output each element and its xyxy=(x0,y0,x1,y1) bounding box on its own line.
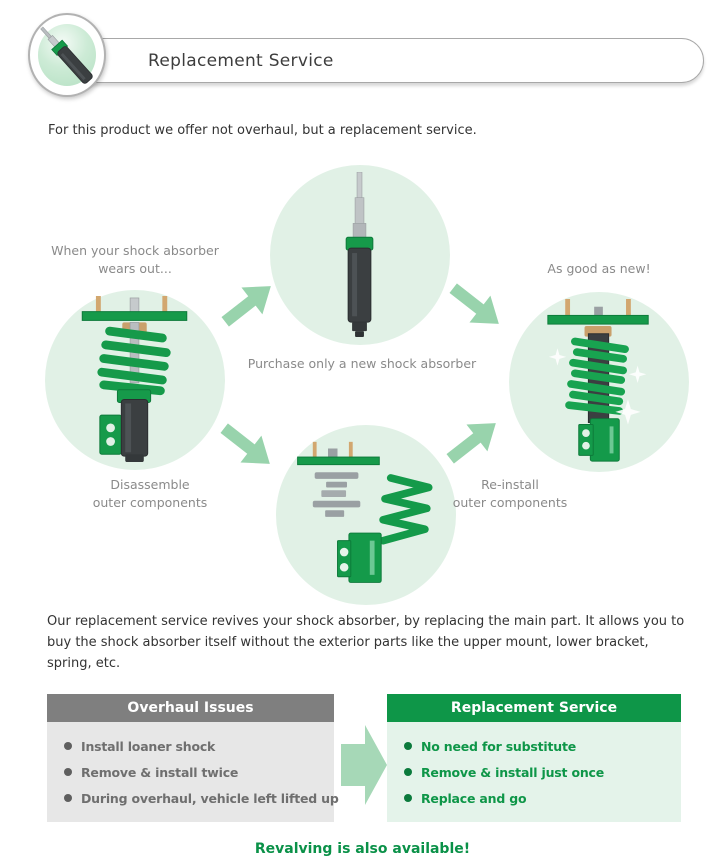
label-as-good-as-new: As good as new! xyxy=(547,261,651,276)
block-arrow-icon xyxy=(446,423,496,464)
comparison-section: Overhaul Issues Install loaner shock Rem… xyxy=(0,694,725,822)
list-item: Remove & install twice xyxy=(47,759,334,785)
restored-coilover-icon xyxy=(547,299,649,462)
overhaul-issues-list: Install loaner shock Remove & install tw… xyxy=(47,722,339,822)
block-arrow-icon xyxy=(220,423,270,464)
bullet-dot-icon xyxy=(64,794,72,802)
shock-absorber-icon xyxy=(40,26,93,84)
list-item: No need for substitute xyxy=(387,733,681,759)
replacement-service-list: No need for substitute Remove & install … xyxy=(387,722,681,822)
new-shock-absorber-icon xyxy=(345,172,374,338)
label-purchase: Purchase only a new shock absorber xyxy=(247,356,477,371)
diagram-circle-restored xyxy=(509,292,689,472)
bullet-dot-icon xyxy=(64,768,72,776)
label-wears-out: When your shock absorber wears out... xyxy=(51,243,219,277)
header-icon-badge xyxy=(28,13,106,97)
service-description: Our replacement service revives your sho… xyxy=(47,614,685,671)
overhaul-issues-title: Overhaul Issues xyxy=(47,694,334,722)
list-item-label: Replace and go xyxy=(421,790,527,806)
bullet-dot-icon xyxy=(404,742,412,750)
diagram-circle-new-shock xyxy=(270,165,450,345)
diagram-circle-parts xyxy=(276,425,456,605)
list-item: During overhaul, vehicle left lifted up xyxy=(47,785,339,811)
list-item-label: During overhaul, vehicle left lifted up xyxy=(81,790,339,806)
header-title-bar xyxy=(58,38,704,83)
disassembled-parts-icon xyxy=(297,441,433,583)
bullet-dot-icon xyxy=(404,768,412,776)
block-arrow-icon xyxy=(221,286,271,327)
process-diagram: When your shock absorber wears out... Pu… xyxy=(0,158,725,610)
header-icon-background xyxy=(38,24,96,86)
worn-coilover-icon xyxy=(81,296,188,463)
revalving-note: Revalving is also available! xyxy=(254,841,471,857)
replacement-service-title: Replacement Service xyxy=(387,694,681,722)
right-block-arrow-icon xyxy=(341,725,387,805)
diagram-circle-worn xyxy=(45,290,225,470)
list-item-label: Remove & install just once xyxy=(421,764,605,780)
label-disassemble: Disassemble outer components xyxy=(92,477,208,511)
overhaul-issues-box: Overhaul Issues Install loaner shock Rem… xyxy=(47,694,339,822)
list-item: Install loaner shock xyxy=(47,733,334,759)
replacement-service-box: Replacement Service No need for substitu… xyxy=(387,694,681,822)
list-item-label: No need for substitute xyxy=(421,738,577,754)
list-item: Remove & install just once xyxy=(387,759,681,785)
block-arrow-icon xyxy=(449,283,499,324)
intro-text: For this product we offer not overhaul, … xyxy=(48,123,477,138)
list-item-label: Remove & install twice xyxy=(81,764,239,780)
sparkle-icon xyxy=(548,348,647,425)
list-item: Replace and go xyxy=(387,785,681,811)
page-title: Replacement Service xyxy=(148,51,334,71)
bullet-dot-icon xyxy=(404,794,412,802)
bullet-dot-icon xyxy=(64,742,72,750)
label-reinstall: Re-install outer components xyxy=(452,477,568,511)
list-item-label: Install loaner shock xyxy=(81,738,216,754)
